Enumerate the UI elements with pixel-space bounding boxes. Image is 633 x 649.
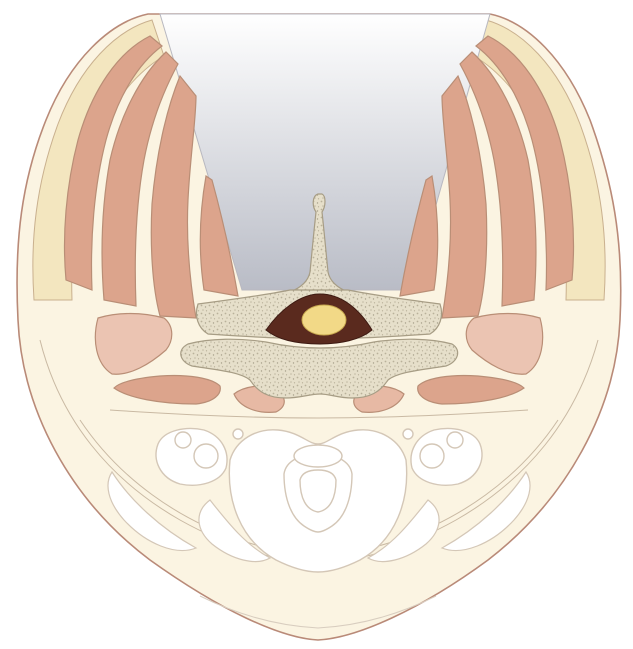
right-vagus-nerve [403,429,413,439]
esophagus [294,445,342,467]
left-jugular-vein [194,444,218,468]
right-jugular-vein [420,444,444,468]
left-carotid-artery [175,432,191,448]
spinal-cord [302,305,346,335]
right-carotid-artery [447,432,463,448]
left-vagus-nerve [233,429,243,439]
